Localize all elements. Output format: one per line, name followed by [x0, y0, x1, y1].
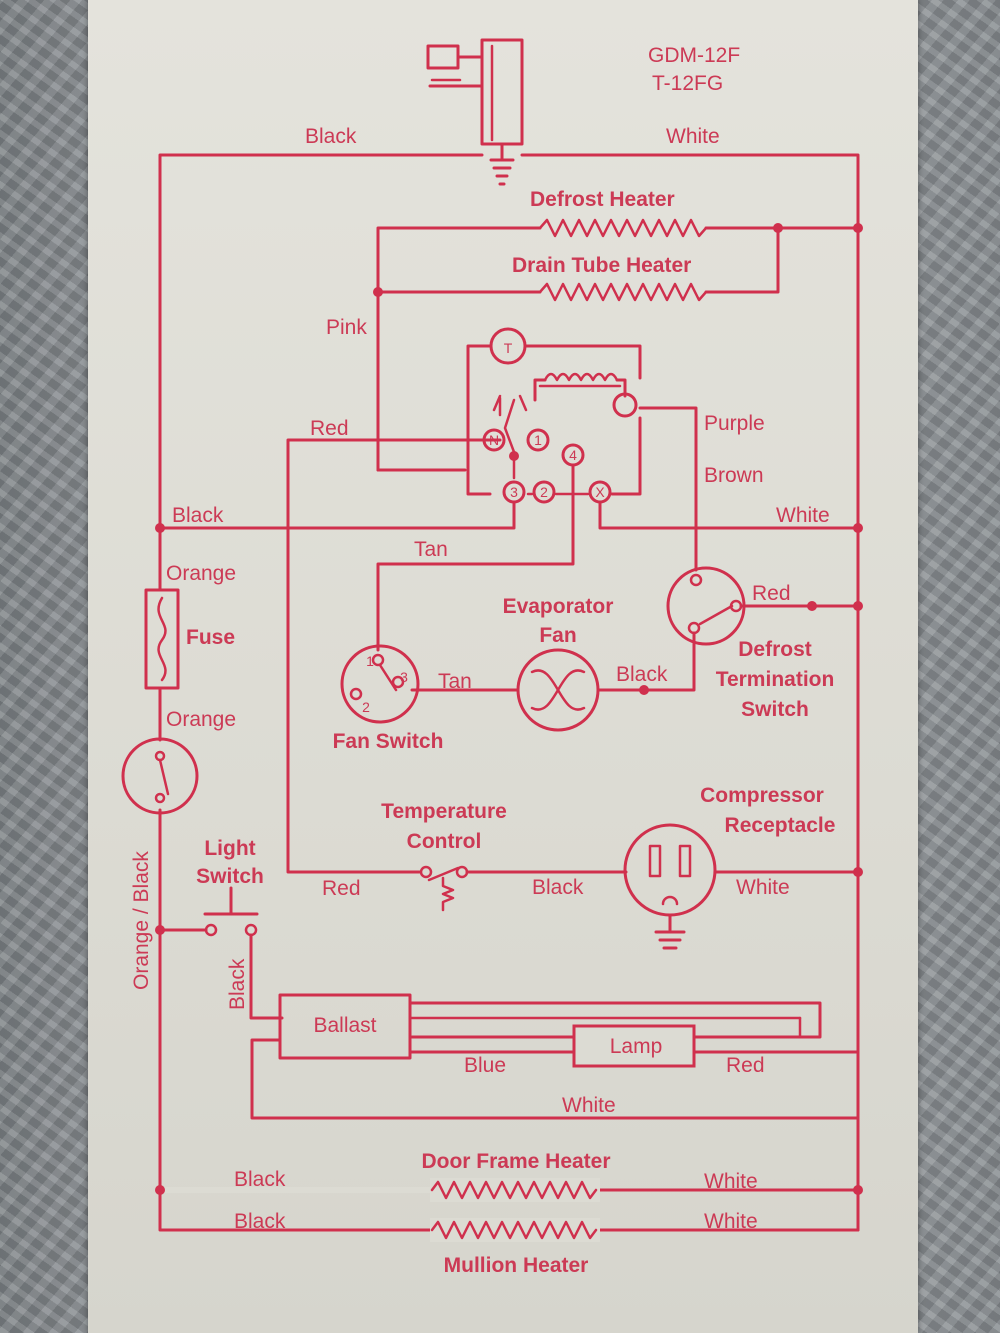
- wire-label-black-temp: Black: [532, 876, 584, 899]
- lighting-circuit: [250, 993, 860, 1120]
- defrost-timer: [376, 344, 642, 496]
- timer-label-x: X: [595, 484, 605, 500]
- wire-label-red-lamp: Red: [726, 1054, 765, 1077]
- wiring-diagram-label: [88, 0, 918, 1333]
- junction-dot: [853, 867, 863, 877]
- fan-switch-terminal-1: 1: [366, 653, 374, 669]
- fan-switch: [340, 644, 420, 724]
- timer-terminal-2: [532, 480, 556, 504]
- wire-label-white-door: White: [704, 1170, 758, 1193]
- defrost-termination-label-3: Switch: [741, 698, 809, 721]
- evaporator-fan-label-2: Fan: [539, 624, 576, 647]
- fuse: [144, 588, 180, 690]
- junction-dot: [853, 223, 863, 233]
- timer-label-3: 3: [510, 484, 518, 500]
- wire-label-red: Red: [310, 417, 349, 440]
- power-plug-icon: [426, 38, 524, 186]
- fan-switch-terminal-3: 3: [400, 669, 408, 685]
- wire-label-orange-black: Orange / Black: [130, 851, 153, 990]
- defrost-termination-switch: [642, 566, 860, 692]
- compressor-receptacle-label-1: Compressor: [700, 784, 824, 807]
- wire-label-black-door: Black: [234, 1168, 286, 1191]
- wire-label-brown: Brown: [704, 464, 764, 487]
- wire-label-black-mullion: Black: [234, 1210, 286, 1233]
- timer-label-2: 2: [540, 484, 548, 500]
- junction-dot: [155, 925, 165, 935]
- fan-switch-label: Fan Switch: [333, 730, 444, 753]
- model-number-2: T-12FG: [652, 72, 723, 95]
- wire-label-red-defrost: Red: [752, 582, 791, 605]
- temperature-control-label-1: Temperature: [381, 800, 507, 823]
- evaporator-fan: [410, 648, 646, 732]
- wire-label-tan: Tan: [414, 538, 448, 561]
- wire-label-black: Black: [305, 125, 357, 148]
- temperature-control: [419, 865, 628, 912]
- timer-motor-circle: [612, 392, 638, 418]
- wire-label-black-fan: Black: [616, 663, 668, 686]
- model-number-1: GDM-12F: [648, 44, 740, 67]
- timer-label-t: T: [504, 340, 513, 356]
- timer-label-4: 4: [569, 447, 577, 463]
- mullion-heater-label: Mullion Heater: [444, 1254, 589, 1277]
- light-switch: [158, 886, 284, 1020]
- compressor-receptacle-icon: [623, 823, 860, 950]
- lamp-box: [572, 1024, 696, 1068]
- fan-switch-terminal-2: 2: [362, 699, 370, 715]
- defrost-termination-label-2: Termination: [716, 668, 835, 691]
- light-switch-label-2: Switch: [196, 865, 264, 888]
- timer-motor-terminal: [489, 327, 527, 365]
- evaporator-fan-label-1: Evaporator: [503, 595, 614, 618]
- door-frame-heater-element: [430, 1180, 598, 1200]
- junction-dot: [853, 601, 863, 611]
- ballast-label: Ballast: [313, 1014, 376, 1037]
- light-switch-label-1: Light: [204, 837, 255, 860]
- wire-label-black-mid: Black: [172, 504, 224, 527]
- timer-wiring: [158, 406, 860, 874]
- junction-dot: [773, 223, 783, 233]
- wire-label-white-mullion: White: [704, 1210, 758, 1233]
- wire-label-pink: Pink: [326, 316, 367, 339]
- wire-label-white-mid: White: [776, 504, 830, 527]
- junction-dot: [373, 287, 383, 297]
- defrost-heater-label: Defrost Heater: [530, 188, 675, 211]
- drain-tube-heater-label: Drain Tube Heater: [512, 254, 691, 277]
- wire-label-white: White: [666, 125, 720, 148]
- lamp-label: Lamp: [610, 1035, 663, 1058]
- wire-label-black-light: Black: [226, 958, 249, 1010]
- junction-dot: [853, 523, 863, 533]
- wire-label-purple: Purple: [704, 412, 765, 435]
- fuse-label: Fuse: [186, 626, 235, 649]
- wire-label-white-lamp: White: [562, 1094, 616, 1117]
- defrost-termination-label-1: Defrost: [738, 638, 812, 661]
- timer-label-1: 1: [534, 432, 542, 448]
- junction-dot: [853, 1185, 863, 1195]
- wire-label-red-temp: Red: [322, 877, 361, 900]
- door-frame-heater-label: Door Frame Heater: [421, 1150, 610, 1173]
- wire-label-orange: Orange: [166, 562, 236, 585]
- door-switch: [121, 737, 199, 815]
- drain-tube-heater: [376, 226, 780, 302]
- mullion-heater-element: [430, 1220, 598, 1240]
- timer-terminal-1: [526, 428, 550, 452]
- wire-label-blue: Blue: [464, 1054, 506, 1077]
- junction-dot: [509, 451, 519, 461]
- junction-dot: [155, 1185, 165, 1195]
- temperature-control-label-2: Control: [407, 830, 482, 853]
- wire-label-tan-fan: Tan: [438, 670, 472, 693]
- compressor-receptacle-label-2: Receptacle: [725, 814, 836, 837]
- junction-dot: [807, 601, 817, 611]
- junction-dot: [639, 685, 649, 695]
- junction-dot: [155, 523, 165, 533]
- wire-label-white-recept: White: [736, 876, 790, 899]
- wire-label-orange-2: Orange: [166, 708, 236, 731]
